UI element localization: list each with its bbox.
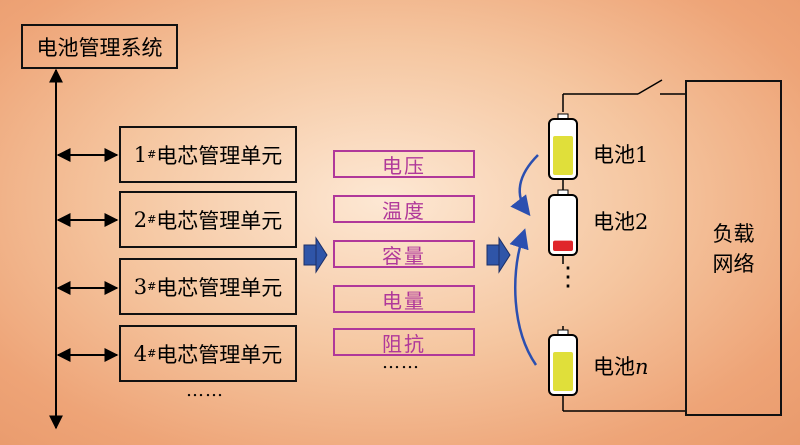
- unit-text: 电芯管理单元: [156, 342, 283, 367]
- load-network-box: 负载 网络: [685, 80, 782, 416]
- param-voltage: 电压: [333, 150, 475, 178]
- battery-2: [548, 189, 578, 256]
- battery-management-system-box: 电池管理系统: [21, 24, 178, 69]
- cell-unit-3: 3#电芯管理单元: [119, 258, 297, 315]
- params-to-batteries-arrow: [486, 236, 511, 274]
- system-title: 电池管理系统: [36, 35, 163, 60]
- battery-n-label-italic: n: [635, 355, 649, 379]
- load-label-line2: 网络: [712, 252, 755, 276]
- unit-text: 电芯管理单元: [156, 275, 283, 300]
- units-to-params-arrow: [303, 236, 328, 274]
- param-charge: 电量: [333, 285, 475, 313]
- battery-n-fill: [553, 352, 573, 391]
- cell-unit-2: 2#电芯管理单元: [119, 191, 297, 248]
- battery-n-label: 电池n: [593, 351, 649, 381]
- cell-unit-4: 4#电芯管理单元: [119, 325, 297, 382]
- param-capacity: 容量: [333, 240, 475, 268]
- battery-n-label-main: 电池: [593, 355, 635, 379]
- battery-2-label: 电池2: [593, 210, 649, 234]
- unit-text: 电芯管理单元: [156, 143, 283, 168]
- battery-2-fill: [553, 240, 573, 251]
- load-label-line1: 负载: [712, 222, 755, 246]
- switch-blade: [637, 79, 663, 95]
- param-impedance: 阻抗: [333, 328, 475, 356]
- unit-number: 3: [133, 274, 148, 299]
- unit-text: 电芯管理单元: [156, 208, 283, 233]
- curved-arrow-lower: [509, 228, 538, 366]
- battery-gap-dots: ⋮: [555, 262, 581, 292]
- battery-1-fill: [553, 136, 573, 175]
- cell-unit-1: 1#电芯管理单元: [119, 126, 297, 183]
- battery-1: [548, 113, 578, 180]
- unit-number: 2: [133, 207, 148, 232]
- battery-n: [548, 329, 578, 396]
- param-temperature: 温度: [333, 195, 475, 223]
- unit-number: 4: [133, 341, 148, 366]
- curved-arrow-upper: [510, 154, 539, 217]
- unit-number: 1: [133, 142, 148, 167]
- battery-1-label: 电池1: [593, 143, 649, 167]
- params-ellipsis: ……: [382, 352, 420, 373]
- units-ellipsis: ……: [186, 380, 224, 401]
